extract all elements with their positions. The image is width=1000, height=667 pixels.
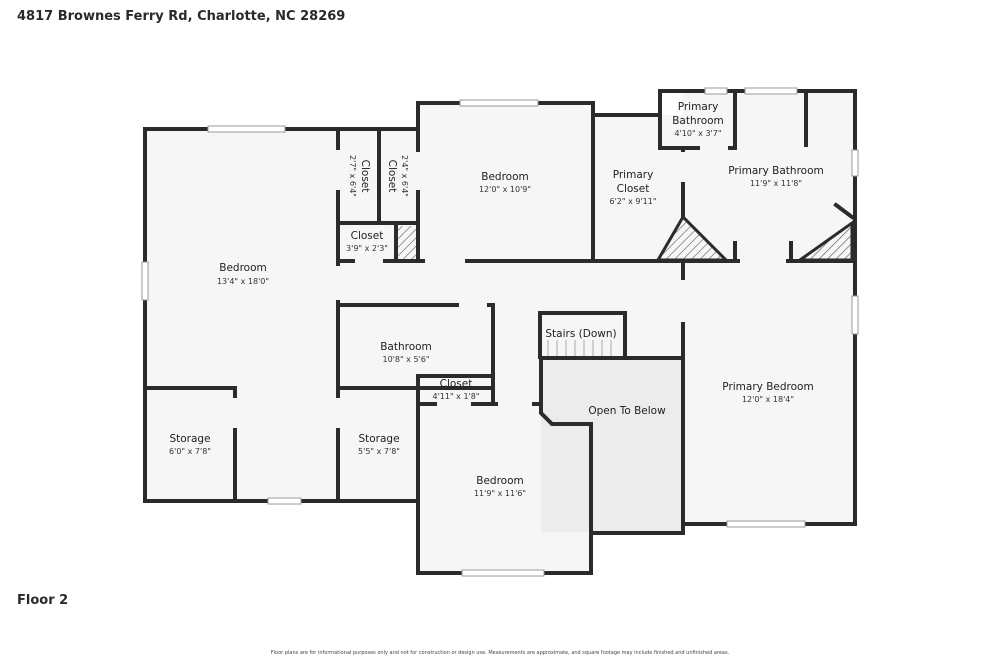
room-primary-bathroom: Primary Bathroom 11'9" x 11'8"	[728, 165, 823, 188]
room-name-line-2: Bathroom	[672, 115, 724, 127]
room-bedroom-top: Bedroom 12'0" x 10'9"	[479, 171, 531, 194]
room-name: Primary Bedroom	[722, 381, 813, 393]
room-name: Closet	[351, 230, 384, 242]
room-bedroom-left: Bedroom 13'4" x 18'0"	[217, 262, 269, 286]
room-name-line-1: Primary	[678, 101, 719, 113]
room-name: Closet	[440, 378, 473, 390]
room-bathroom: Bathroom 10'8" x 5'6"	[380, 341, 432, 364]
room-dimensions: 4'11" x 1'8"	[432, 392, 479, 401]
room-name-line-2: Closet	[617, 183, 650, 195]
room-dimensions: 12'0" x 18'4"	[742, 395, 794, 404]
room-dimensions: 11'9" x 11'6"	[474, 489, 526, 498]
room-name: Closet	[386, 160, 398, 193]
room-dimensions: 2'4" x 6'4"	[400, 155, 409, 197]
room-dimensions: 13'4" x 18'0"	[217, 277, 269, 286]
room-closet-small: Closet 3'9" x 2'3"	[346, 230, 388, 253]
room-name: Open To Below	[588, 405, 666, 417]
room-primary-bedroom: Primary Bedroom 12'0" x 18'4"	[722, 381, 813, 404]
room-stairs: Stairs (Down)	[545, 328, 616, 340]
room-dimensions: 6'0" x 7'8"	[169, 447, 211, 456]
room-name: Bedroom	[476, 475, 524, 487]
room-dimensions: 6'2" x 9'11"	[609, 197, 656, 206]
stairs	[540, 313, 624, 357]
room-dimensions: 3'9" x 2'3"	[346, 244, 388, 253]
room-name: Bedroom	[219, 262, 267, 274]
room-primary-closet: Primary Closet 6'2" x 9'11"	[609, 169, 656, 206]
room-primary-bathroom-small: Primary Bathroom 4'10" x 3'7"	[672, 101, 724, 138]
room-name: Primary Bathroom	[728, 165, 823, 177]
property-address: 4817 Brownes Ferry Rd, Charlotte, NC 282…	[17, 9, 346, 24]
room-dimensions: 5'5" x 7'8"	[358, 447, 400, 456]
room-dimensions: 11'9" x 11'8"	[750, 179, 802, 188]
room-closet-mid: Closet 4'11" x 1'8"	[432, 378, 479, 401]
room-closet-vertical-2: Closet 2'4" x 6'4"	[386, 155, 409, 197]
room-name: Bathroom	[380, 341, 432, 353]
room-name-line-1: Primary	[613, 169, 654, 181]
room-bedroom-bottom: Bedroom 11'9" x 11'6"	[474, 475, 526, 498]
room-closet-vertical-1: Closet 2'7" x 6'4"	[348, 155, 371, 197]
room-open-to-below: Open To Below	[588, 405, 666, 417]
room-dimensions: 2'7" x 6'4"	[348, 155, 357, 197]
windows	[141, 87, 859, 577]
room-storage-mid: Storage 5'5" x 7'8"	[358, 433, 400, 456]
disclaimer: Floor plans are for informational purpos…	[270, 650, 730, 656]
open-to-below-area	[541, 360, 682, 532]
room-storage-left: Storage 6'0" x 7'8"	[169, 433, 211, 456]
door-openings	[232, 145, 786, 428]
room-name: Closet	[359, 160, 371, 193]
room-dimensions: 12'0" x 10'9"	[479, 185, 531, 194]
room-name: Stairs (Down)	[545, 328, 616, 340]
room-name: Storage	[169, 433, 210, 445]
room-dimensions: 4'10" x 3'7"	[674, 129, 721, 138]
room-dimensions: 10'8" x 5'6"	[382, 355, 429, 364]
floor-label: Floor 2	[17, 593, 69, 608]
room-name: Storage	[358, 433, 399, 445]
room-name: Bedroom	[481, 171, 529, 183]
hatched-area	[398, 226, 416, 260]
